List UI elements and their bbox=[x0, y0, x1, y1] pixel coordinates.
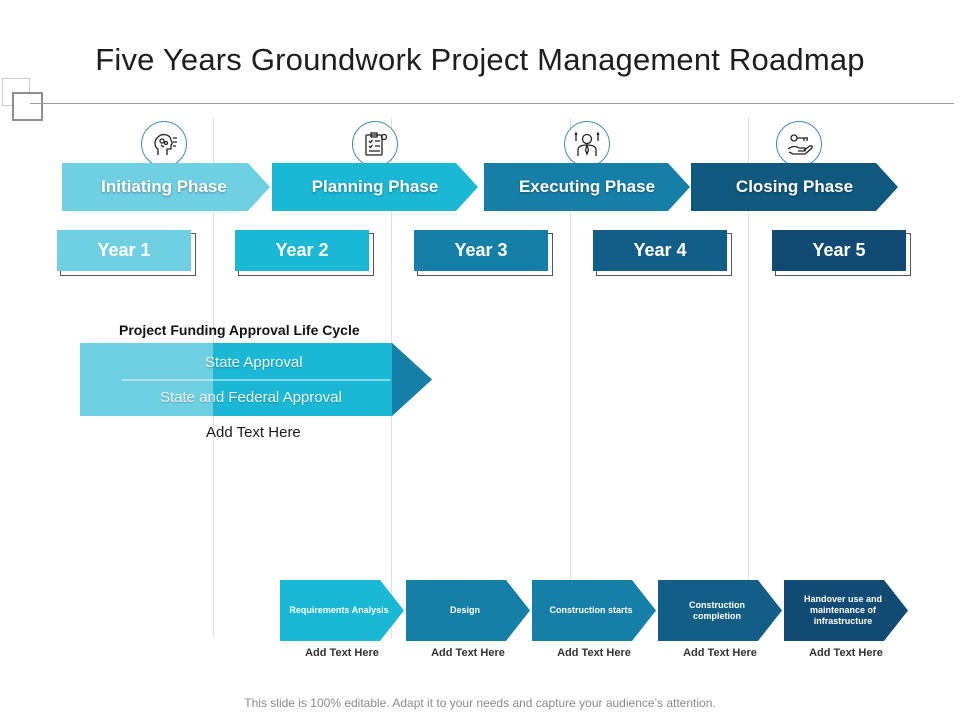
phase-initiating: Initiating Phase bbox=[62, 163, 270, 211]
year-3: Year 3 bbox=[414, 230, 548, 271]
guide-line bbox=[748, 118, 749, 638]
funding-arrow: State Approval State and Federal Approva… bbox=[80, 343, 432, 416]
phase-label: Closing Phase bbox=[735, 177, 854, 196]
funding-row-federal: State and Federal Approval bbox=[80, 389, 432, 406]
year-4: Year 4 bbox=[593, 230, 727, 271]
corner-decoration bbox=[12, 92, 43, 121]
funding-row-label: State and Federal Approval bbox=[160, 389, 342, 406]
slide-footer: This slide is 100% editable. Adapt it to… bbox=[244, 696, 716, 710]
title-divider bbox=[30, 103, 954, 104]
phase-closing: Closing Phase bbox=[691, 163, 898, 211]
step-label: Construction starts bbox=[549, 605, 633, 615]
guide-line bbox=[570, 118, 571, 638]
phase-planning: Planning Phase bbox=[272, 163, 478, 211]
phase-label: Planning Phase bbox=[311, 177, 439, 196]
step-label: Design bbox=[449, 605, 480, 615]
funding-note: Add Text Here bbox=[206, 424, 301, 441]
phase-label: Executing Phase bbox=[518, 177, 656, 196]
businessman-icon bbox=[564, 121, 610, 167]
clipboard-checklist-icon bbox=[352, 121, 398, 167]
brain-head-icon bbox=[141, 121, 187, 167]
step-label: Handover use and maintenance of infrastr… bbox=[803, 594, 883, 626]
step-construction-starts: Construction starts bbox=[532, 580, 656, 641]
step-caption: Add Text Here bbox=[557, 647, 631, 659]
step-label: Construction completion bbox=[689, 599, 745, 621]
step-construction-completion: Construction completion bbox=[658, 580, 782, 641]
step-caption: Add Text Here bbox=[431, 647, 505, 659]
step-caption: Add Text Here bbox=[683, 647, 757, 659]
step-design: Design bbox=[406, 580, 530, 641]
phase-executing: Executing Phase bbox=[484, 163, 690, 211]
phase-label: Initiating Phase bbox=[101, 177, 227, 196]
slide-title: Five Years Groundwork Project Management… bbox=[95, 42, 865, 77]
funding-row-state: State Approval bbox=[80, 354, 432, 371]
step-label: Requirements Analysis bbox=[289, 605, 389, 615]
hand-key-icon bbox=[776, 121, 822, 167]
funding-row-label: State Approval bbox=[205, 354, 303, 371]
year-5: Year 5 bbox=[772, 230, 906, 271]
year-2: Year 2 bbox=[235, 230, 369, 271]
step-caption: Add Text Here bbox=[305, 647, 379, 659]
year-1: Year 1 bbox=[57, 230, 191, 271]
step-caption: Add Text Here bbox=[809, 647, 883, 659]
step-handover: Handover use and maintenance of infrastr… bbox=[784, 580, 908, 641]
step-requirements: Requirements Analysis bbox=[280, 580, 404, 641]
funding-title: Project Funding Approval Life Cycle bbox=[119, 322, 360, 338]
